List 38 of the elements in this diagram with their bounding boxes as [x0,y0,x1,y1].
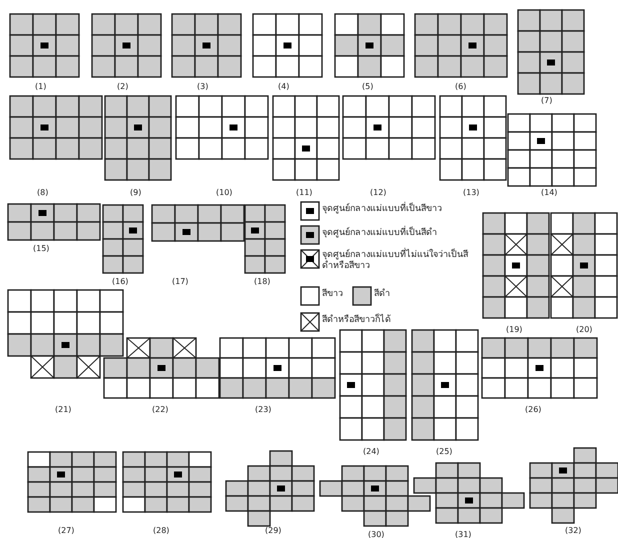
pattern-number: (28) [153,526,170,535]
pattern-number: (31) [455,530,472,538]
pattern-number: (5) [362,82,374,91]
pattern-number: (30) [368,530,384,538]
pattern-number: (25) [436,447,452,456]
pattern-number: (17) [172,277,188,286]
pattern-number: (7) [541,96,552,105]
pattern-number: (24) [363,447,380,456]
pattern-number: (22) [152,405,168,414]
pattern-number: (23) [255,405,272,414]
legend-text: จุดศูนย์กลางแม่แบบที่เป็นสีขาว [322,204,472,215]
pattern-number: (12) [370,188,386,197]
pattern-number: (20) [576,325,592,334]
pattern-number: (27) [58,526,74,535]
pattern-number: (10) [216,188,232,197]
pattern-number: (14) [541,188,558,197]
pattern-number: (9) [130,188,142,197]
pattern-number: (18) [254,277,270,286]
pattern-number: (19) [506,325,522,334]
pattern-number: (1) [35,82,46,91]
legend-text: สีดำ [374,289,391,300]
pattern-number: (16) [112,277,128,286]
pattern-number: (3) [197,82,208,91]
pattern-number: (21) [55,405,72,414]
pattern-number: (6) [455,82,466,91]
pattern-number: (4) [278,82,290,91]
legend-text: สีดำหรือสีขาวก็ได้ [322,315,392,326]
pattern-number: (29) [265,526,282,535]
pattern-number: (26) [525,405,542,414]
pattern-number: (15) [33,244,50,253]
legend-text: จุดศูนย์กลางแม่แบบที่เป็นสีดำ [322,228,472,239]
pattern-number: (32) [565,526,582,535]
pattern-number: (2) [117,82,128,91]
legend-text: จุดศูนย์กลางแม่แบบที่ไม่แน่ใจว่าเป็นสีดำหรือสีขาว [322,250,472,272]
legend-text: สีขาว [322,289,344,300]
pattern-number: (13) [463,188,480,197]
pattern-number: (11) [296,188,312,197]
pattern-number: (8) [37,188,48,197]
